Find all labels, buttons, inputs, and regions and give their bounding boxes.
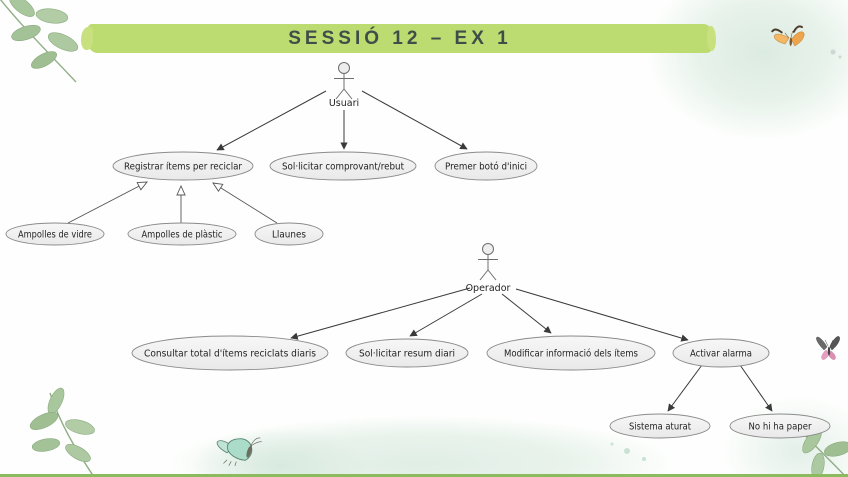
usecase-alarma-label: Activar alarma (690, 349, 752, 360)
edge-usuari-registrar (216, 90, 327, 151)
actor-usuari (334, 62, 354, 100)
butterfly-pink-icon (816, 336, 840, 360)
actor-operador-label: Operador (466, 283, 511, 294)
edge-operador-consultar (290, 287, 471, 340)
edge-usuari-boto-inici (361, 90, 468, 150)
butterfly-teal-icon (216, 437, 262, 466)
usecase-alarma: Activar alarma (672, 338, 770, 368)
watercolor-specks (610, 49, 842, 461)
usecase-modificar-label: Modificar informació dels ítems (504, 349, 638, 360)
usecase-paper: No hi ha paper (729, 413, 831, 439)
usecase-llaunes: Llaunes (254, 222, 324, 246)
operador-association-edges (290, 287, 773, 412)
edge-operador-resum (409, 293, 483, 337)
usecase-registrar: Registrar ítems per reciclar (112, 151, 254, 181)
usecase-llaunes-label: Llaunes (272, 230, 306, 241)
usecase-consultar: Consultar total d'ítems reciclats diaris (131, 335, 329, 371)
usecase-modificar: Modificar informació dels ítems (486, 335, 656, 371)
title-banner: SESSIÓ 12 – EX 1 (81, 24, 716, 53)
usecase-registrar-label: Registrar ítems per reciclar (124, 162, 242, 173)
usecase-comprovant-label: Sol·licitar comprovant/rebut (282, 162, 404, 173)
usecase-vidre-label: Ampolles de vidre (18, 230, 92, 241)
butterfly-orange-icon (771, 25, 805, 47)
leaf-branch-bottom-left-icon (29, 387, 95, 477)
usecase-aturat: Sistema aturat (609, 413, 711, 439)
usecase-boto-inici-label: Premer botó d'inici (445, 162, 527, 173)
slide-title: SESSIÓ 12 – EX 1 (288, 28, 512, 49)
usecase-plastic-label: Ampolles de plàstic (142, 230, 223, 241)
usecase-aturat-label: Sistema aturat (629, 422, 691, 433)
usecase-paper-label: No hi ha paper (749, 422, 812, 433)
generalization-edges (67, 182, 278, 224)
usuari-association-edges (216, 90, 468, 151)
usecase-comprovant: Sol·licitar comprovant/rebut (269, 151, 417, 181)
usecase-vidre: Ampolles de vidre (5, 222, 105, 246)
edge-operador-modificar (501, 293, 552, 334)
leaf-branch-top-left-icon (0, 0, 79, 83)
usecase-resum-label: Sol·licitar resum diari (359, 349, 455, 360)
edge-operador-alarma (515, 288, 689, 342)
usecase-resum: Sol·licitar resum diari (345, 338, 469, 368)
edge-llaunes-registrar (213, 183, 278, 224)
actor-usuari-label: Usuari (329, 98, 359, 109)
actor-operador (478, 243, 498, 281)
usecase-plastic: Ampolles de plàstic (127, 222, 237, 246)
usecase-boto-inici: Premer botó d'inici (434, 151, 538, 181)
edge-alarma-aturat (667, 364, 703, 412)
edge-vidre-registrar (67, 182, 147, 224)
edge-alarma-paper (739, 364, 773, 412)
usecase-consultar-label: Consultar total d'ítems reciclats diaris (144, 349, 316, 360)
